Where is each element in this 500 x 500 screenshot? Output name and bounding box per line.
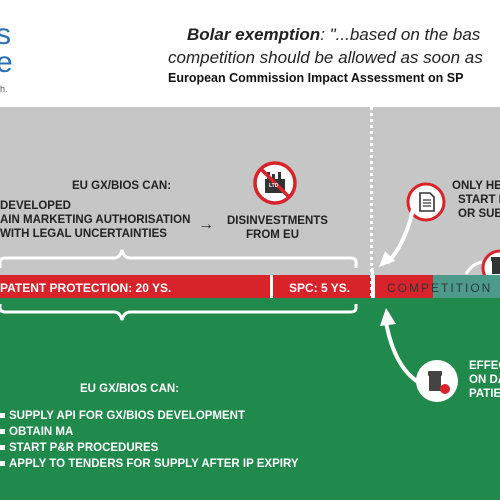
list-item: SUPPLY API FOR GX/BIOS DEVELOPMENT bbox=[0, 410, 245, 422]
header-section: s e h. Bolar exemption: "...based on the… bbox=[0, 0, 500, 107]
quote-text-1: : "...based on the bas bbox=[320, 25, 481, 44]
grey-brace bbox=[0, 249, 358, 268]
small-arrow-left-icon bbox=[464, 260, 483, 275]
competition-bar bbox=[433, 275, 500, 298]
green-right-line-2: ON DA bbox=[469, 374, 500, 386]
grey-right-line-1: ONLY HE bbox=[452, 180, 500, 192]
list-item-text: OBTAIN MA bbox=[9, 426, 74, 438]
logo-line-2: e bbox=[0, 46, 13, 79]
spc-label: SPC: 5 YS. bbox=[289, 281, 351, 295]
grey-right-line-2: START F bbox=[458, 194, 500, 206]
right-arrow-icon: → bbox=[198, 216, 214, 233]
curved-arrow-down-icon bbox=[379, 208, 415, 267]
quote-line-2: competition should be allowed as soon as bbox=[168, 48, 483, 67]
list-item: START P&R PROCEDURES bbox=[0, 442, 158, 454]
curved-arrow-up-icon bbox=[380, 308, 420, 384]
bullet-icon bbox=[0, 461, 5, 467]
quote-line-1: Bolar exemption: "...based on the bas bbox=[187, 25, 480, 45]
grey-line-1: DEVELOPED bbox=[0, 200, 71, 212]
bullet-icon bbox=[0, 445, 5, 451]
no-factory-icon: LTD bbox=[252, 160, 298, 206]
quote-label: Bolar exemption bbox=[187, 25, 321, 44]
medicine-icon bbox=[414, 358, 460, 404]
patent-bar bbox=[0, 275, 372, 298]
list-item: OBTAIN MA bbox=[0, 426, 73, 438]
timeline-separator bbox=[270, 275, 273, 298]
list-item-text: START P&R PROCEDURES bbox=[9, 442, 159, 454]
competition-label: COMPETITION bbox=[387, 281, 493, 295]
green-right-line-3: PATIE bbox=[469, 388, 500, 400]
document-icon bbox=[405, 181, 447, 223]
source-citation: European Commission Impact Assessment on… bbox=[168, 71, 464, 85]
grey-line-2: AIN MARKETING AUTHORISATION bbox=[0, 214, 191, 226]
grey-right-line-3: OR SUBI bbox=[458, 208, 500, 220]
bullet-icon bbox=[0, 429, 5, 435]
grey-line-3: WITH LEGAL UNCERTAINTIES bbox=[0, 228, 167, 240]
list-item: APPLY TO TENDERS FOR SUPPLY AFTER IP EXP… bbox=[0, 458, 299, 470]
list-item-text: APPLY TO TENDERS FOR SUPPLY AFTER IP EXP… bbox=[9, 458, 299, 470]
disinvest-line-1: DISINVESTMENTS bbox=[227, 215, 328, 227]
post-expiry-section bbox=[0, 298, 500, 500]
factory-icon-label: LTD bbox=[269, 183, 279, 189]
bullet-icon bbox=[0, 413, 5, 419]
grey-section-title: EU GX/BIOS CAN: bbox=[72, 180, 172, 192]
logo-line-1: s bbox=[0, 18, 11, 51]
logo: s e h. bbox=[0, 20, 62, 100]
green-section-title: EU GX/BIOS CAN: bbox=[80, 383, 180, 395]
spc-tail-bar bbox=[375, 275, 433, 298]
patent-protection-label: PATENT PROTECTION: 20 YS. bbox=[0, 281, 172, 295]
disinvest-line-2: FROM EU bbox=[246, 229, 300, 241]
logo-tagline: h. bbox=[0, 84, 8, 94]
green-brace bbox=[0, 304, 358, 321]
green-right-line-1: EFFEC bbox=[469, 360, 500, 372]
list-item-text: SUPPLY API FOR GX/BIOS DEVELOPMENT bbox=[9, 410, 246, 422]
